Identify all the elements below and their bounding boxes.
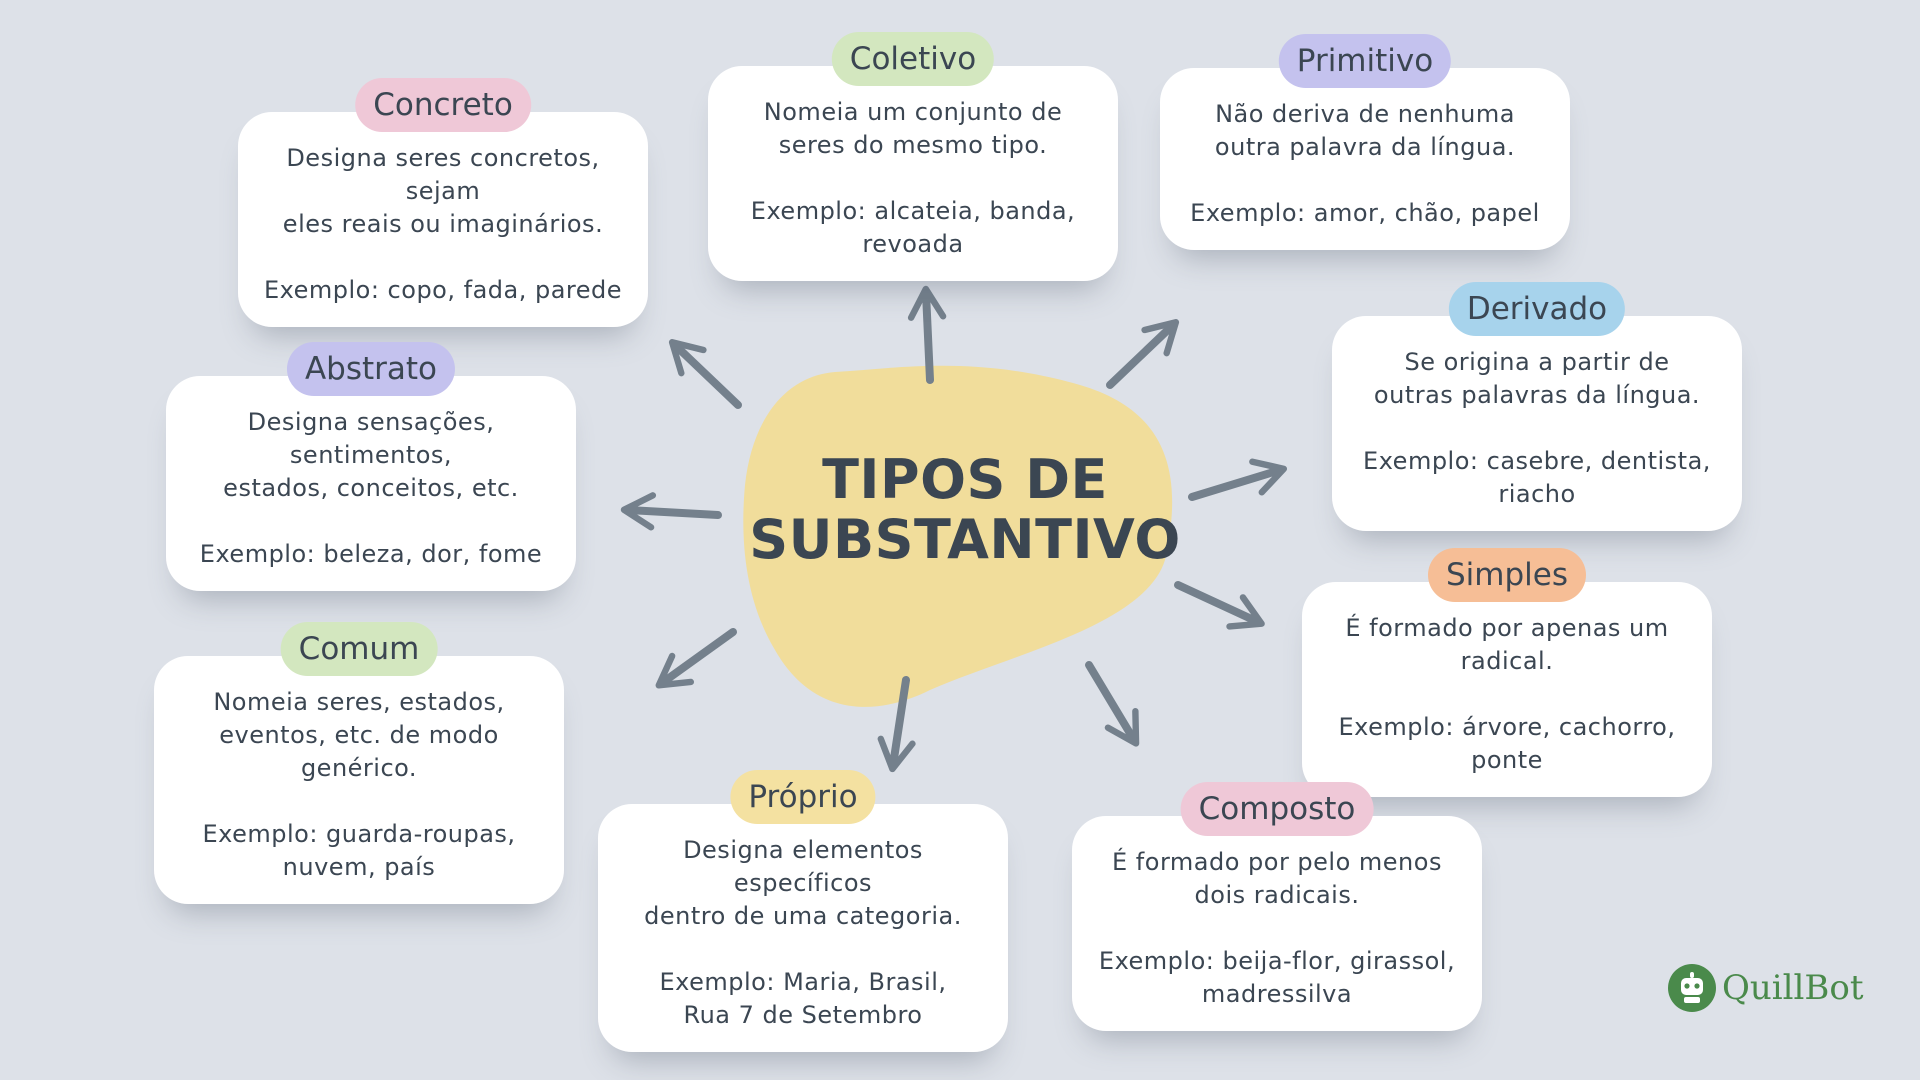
arrow-to-primitivo [1106,319,1180,389]
quillbot-wordmark: QuillBot [1722,968,1864,1008]
card-composto-description: É formado por pelo menos dois radicais. [1112,848,1442,909]
arrow-to-derivado [1188,458,1288,501]
card-concreto-example: Exemplo: copo, fada, parede [263,276,623,304]
card-comum: Comum Nomeia seres, estados, eventos, et… [154,622,564,904]
quillbot-robot-icon [1668,964,1716,1012]
card-primitivo-description: Não deriva de nenhuma outra palavra da l… [1214,100,1516,161]
card-comum-description: Nomeia seres, estados, eventos, etc. de … [213,688,505,782]
arrow-to-coletivo [907,285,947,384]
card-abstrato-example: Exemplo: beleza, dor, fome [199,540,543,568]
card-composto-example: Exemplo: beija-flor, girassol, madressil… [1098,947,1456,1008]
center-title: TIPOS DE SUBSTANTIVO [735,450,1195,570]
card-simples: Simples É formado por apenas um radical.… [1302,548,1712,797]
arrow-to-simples [1174,581,1265,630]
card-coletivo: Coletivo Nomeia um conjunto de seres do … [708,32,1118,281]
card-derivado: Derivado Se origina a partir de outras p… [1332,282,1742,531]
quillbot-logo: QuillBot [1668,964,1864,1012]
card-composto: Composto É formado por pelo menos dois r… [1072,782,1482,1031]
card-derivado-description: Se origina a partir de outras palavras d… [1373,348,1701,409]
arrow-to-composto [1085,661,1140,747]
card-simples-label: Simples [1427,548,1587,602]
card-coletivo-example: Exemplo: alcateia, banda, revoada [750,197,1076,258]
arrow-to-abstrato [620,492,722,531]
card-coletivo-description: Nomeia um conjunto de seres do mesmo tip… [763,98,1063,159]
arrow-to-comum [655,628,737,689]
arrow-to-proprio [877,676,916,773]
center-title-line2: SUBSTANTIVO [749,508,1181,571]
card-primitivo-example: Exemplo: amor, chão, papel [1190,199,1540,227]
center-blob [743,365,1173,707]
card-concreto-label: Concreto [355,78,531,132]
card-coletivo-label: Coletivo [831,32,995,86]
card-abstrato: Abstrato Designa sensações, sentimentos,… [166,342,576,591]
card-primitivo-label: Primitivo [1278,34,1452,88]
card-proprio-example: Exemplo: Maria, Brasil, Rua 7 de Setembr… [659,968,947,1029]
card-concreto-description: Designa seres concretos, sejam eles reai… [282,144,604,238]
card-simples-example: Exemplo: árvore, cachorro, ponte [1338,713,1676,774]
card-abstrato-description: Designa sensações, sentimentos, estados,… [223,408,519,502]
card-derivado-label: Derivado [1448,282,1626,336]
card-comum-label: Comum [280,622,438,676]
card-proprio: Próprio Designa elementos específicos de… [598,770,1008,1052]
card-concreto: Concreto Designa seres concretos, sejam … [238,78,648,327]
card-primitivo: Primitivo Não deriva de nenhuma outra pa… [1160,34,1570,250]
card-simples-description: É formado por apenas um radical. [1345,614,1669,675]
card-abstrato-label: Abstrato [286,342,456,396]
card-proprio-description: Designa elementos específicos dentro de … [644,836,962,930]
card-derivado-example: Exemplo: casebre, dentista, riacho [1363,447,1711,508]
card-composto-label: Composto [1180,782,1374,836]
arrow-to-concreto [668,339,742,409]
card-proprio-label: Próprio [730,770,876,824]
card-comum-example: Exemplo: guarda-roupas, nuvem, país [202,820,516,881]
center-title-line1: TIPOS DE [822,448,1108,511]
